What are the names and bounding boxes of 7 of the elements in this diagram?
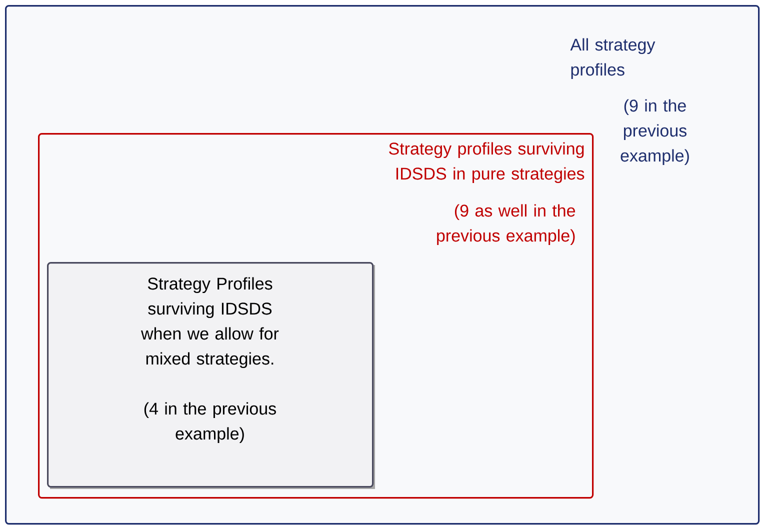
region-label: Strategy profiles surviving IDSDS in pure strategies — [389, 142, 584, 184]
count-note: (9 as well in the previous example) — [437, 204, 576, 246]
count-note: (4 in the previous example) — [144, 402, 276, 444]
region-label: Strategy Profiles surviving IDSDS when we allow for mixed strategies. — [141, 277, 279, 368]
region-label: All strategy profiles — [570, 38, 656, 80]
count-note: (9 in the previous example) — [620, 99, 689, 166]
region-box — [47, 262, 375, 489]
